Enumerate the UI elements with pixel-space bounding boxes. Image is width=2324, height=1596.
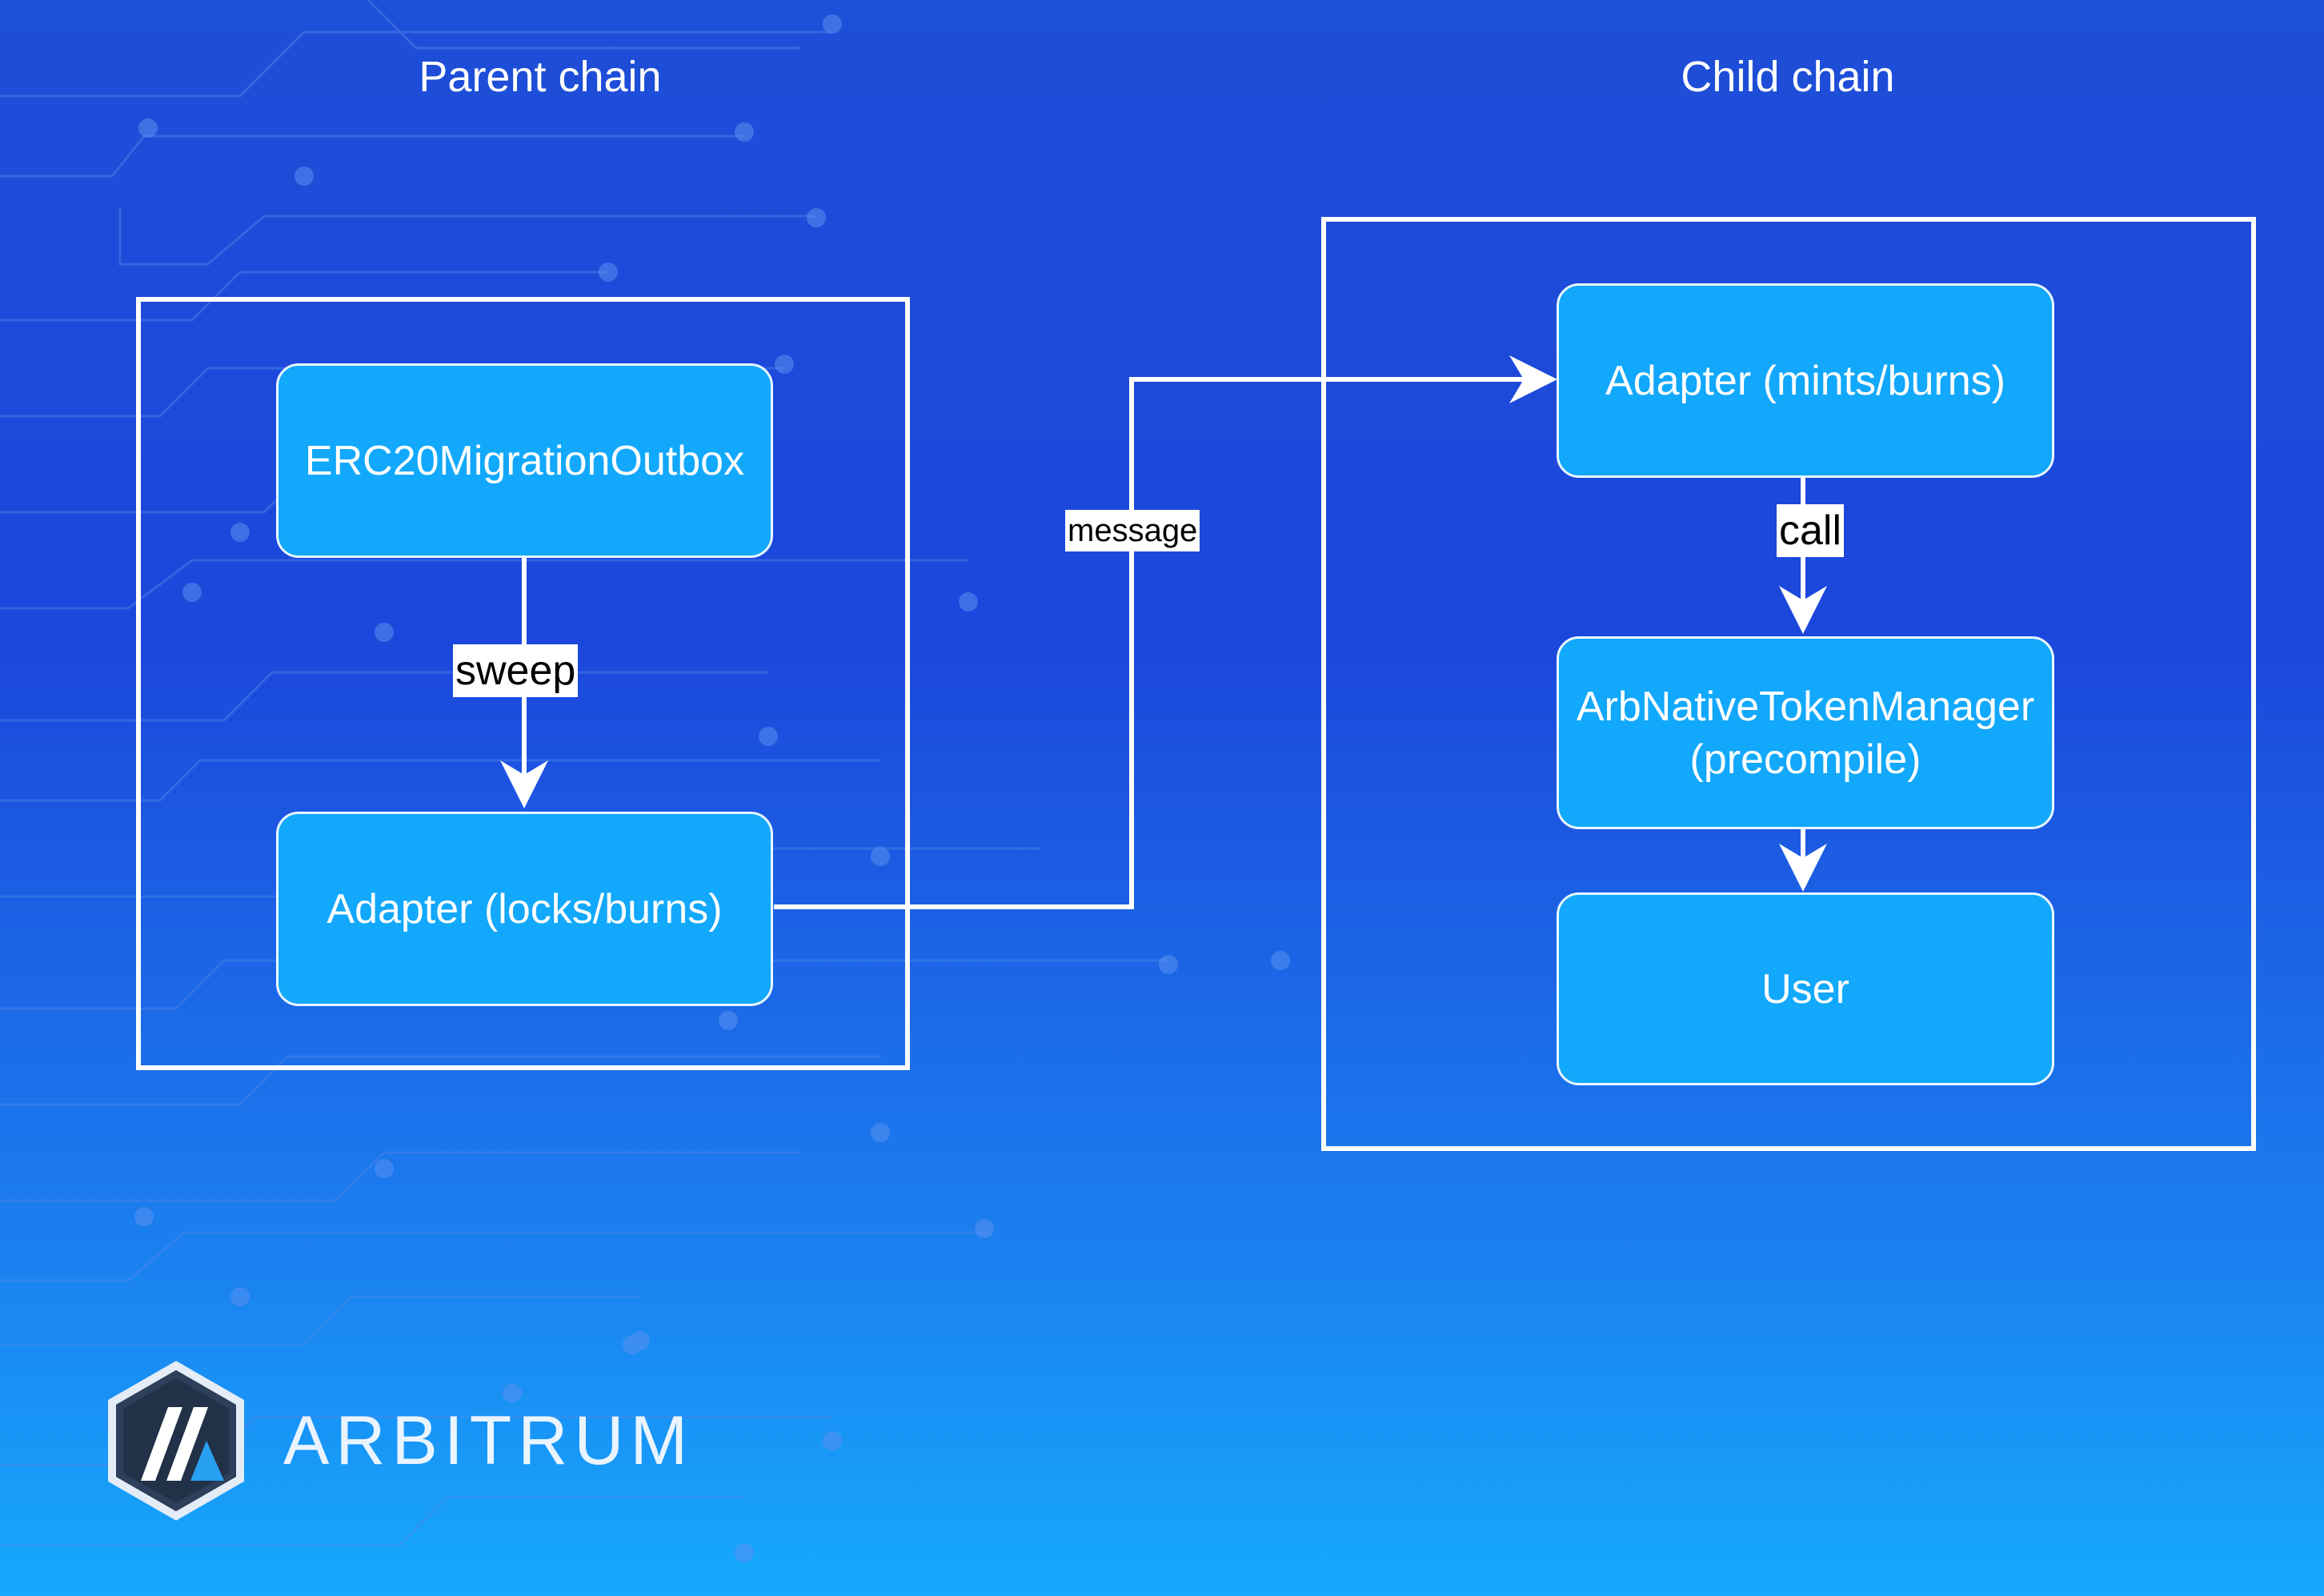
child-chain-heading: Child chain [1681,53,1895,101]
arbitrum-logo: ARBITRUM [104,1361,694,1521]
child-adapter-node: Adapter (mints/burns) [1557,283,2054,478]
erc20-migration-outbox-node: ERC20MigrationOutbox [276,363,773,558]
arbitrum-wordmark: ARBITRUM [283,1402,695,1479]
call-label: call [1777,504,1845,557]
parent-adapter-node: Adapter (locks/burns) [276,812,773,1006]
precompile-label: (precompile) [1689,736,1921,783]
token-manager-label: ArbNativeTokenManager [1576,683,2035,730]
parent-adapter-label: Adapter (locks/burns) [327,885,723,932]
arb-native-token-manager-node: ArbNativeTokenManager (precompile) [1557,636,2054,829]
sweep-label: sweep [453,644,579,697]
user-node: User [1557,892,2054,1085]
user-label: User [1761,965,1849,1013]
arbitrum-hexagon-icon [108,1361,244,1521]
child-chain-frame [1321,217,2256,1151]
message-label: message [1065,510,1200,551]
erc20-migration-outbox-label: ERC20MigrationOutbox [304,437,745,484]
child-adapter-label: Adapter (mints/burns) [1605,357,2005,404]
parent-chain-frame [136,297,910,1070]
message-arrow [774,355,1557,909]
parent-chain-heading: Parent chain [419,53,662,101]
